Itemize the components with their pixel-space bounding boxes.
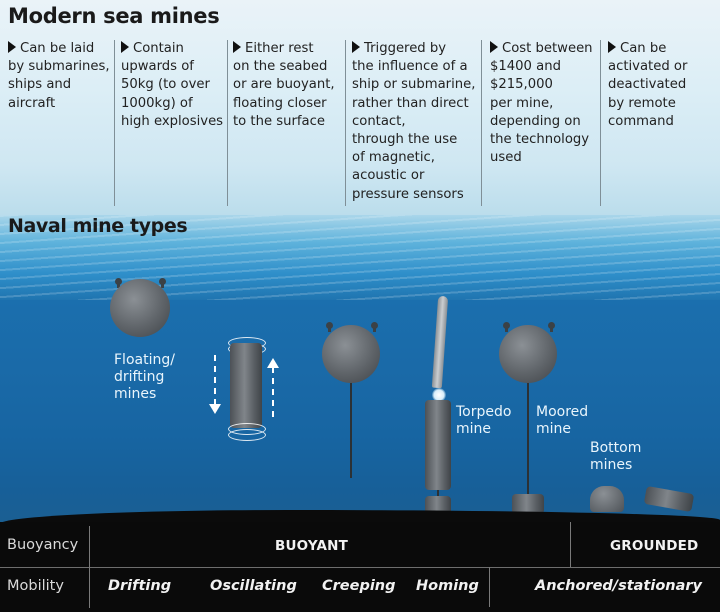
classification-table: Buoyancy BUOYANT GROUNDED Mobility Drift… xyxy=(0,522,720,612)
label-bottom-mines: Bottom mines xyxy=(590,440,642,473)
fact-position: Either rest on the seabed or are buoyant… xyxy=(233,41,335,129)
facts-row: Can be laid by submarines, ships and air… xyxy=(0,40,720,206)
section-title: Naval mine types xyxy=(8,215,188,237)
label-torpedo-mine: Torpedo mine xyxy=(456,404,512,437)
fact-cost: Cost between $1400 and $215,000 per mine… xyxy=(490,41,593,166)
label-moored-mine: Moored mine xyxy=(536,404,589,437)
fact-remote: Can be activated or deactivated by remot… xyxy=(608,41,688,129)
bullet-triangle-icon xyxy=(121,41,129,53)
fact-divider xyxy=(345,40,346,206)
grounded-cell: GROUNDED xyxy=(610,538,699,554)
bullet-triangle-icon xyxy=(352,41,360,53)
arrow-up-icon xyxy=(267,358,279,368)
buoyancy-row: Buoyancy BUOYANT GROUNDED xyxy=(0,522,720,568)
bullet-triangle-icon xyxy=(233,41,241,53)
fact-triggering: Triggered by the influence of a ship or … xyxy=(352,41,476,202)
mobility-drifting: Drifting xyxy=(108,578,172,594)
fact-divider xyxy=(114,40,115,206)
mobility-label: Mobility xyxy=(7,578,64,594)
fact-explosives: Contain upwards of 50kg (to over 1000kg)… xyxy=(121,41,224,129)
buoyancy-label: Buoyancy xyxy=(7,537,79,553)
fact-divider xyxy=(600,40,601,206)
fact-laid-by: Can be laid by submarines, ships and air… xyxy=(8,41,110,111)
fact-divider xyxy=(227,40,228,206)
buoyant-cell: BUOYANT xyxy=(275,538,349,554)
table-divider xyxy=(570,522,571,567)
bullet-triangle-icon xyxy=(608,41,616,53)
bullet-triangle-icon xyxy=(8,41,16,53)
table-divider xyxy=(489,567,490,607)
table-divider xyxy=(89,526,90,608)
arrow-down-icon xyxy=(209,404,221,414)
mobility-creeping: Creeping xyxy=(322,578,396,594)
fact-divider xyxy=(481,40,482,206)
mobility-anchored: Anchored/stationary xyxy=(535,578,703,594)
label-floating-mines: Floating/ drifting mines xyxy=(114,352,175,402)
page-title: Modern sea mines xyxy=(8,4,220,28)
mobility-homing: Homing xyxy=(416,578,479,594)
mobility-row: Mobility Drifting Oscillating Creeping H… xyxy=(0,567,720,612)
mobility-oscillating: Oscillating xyxy=(210,578,297,594)
bullet-triangle-icon xyxy=(490,41,498,53)
